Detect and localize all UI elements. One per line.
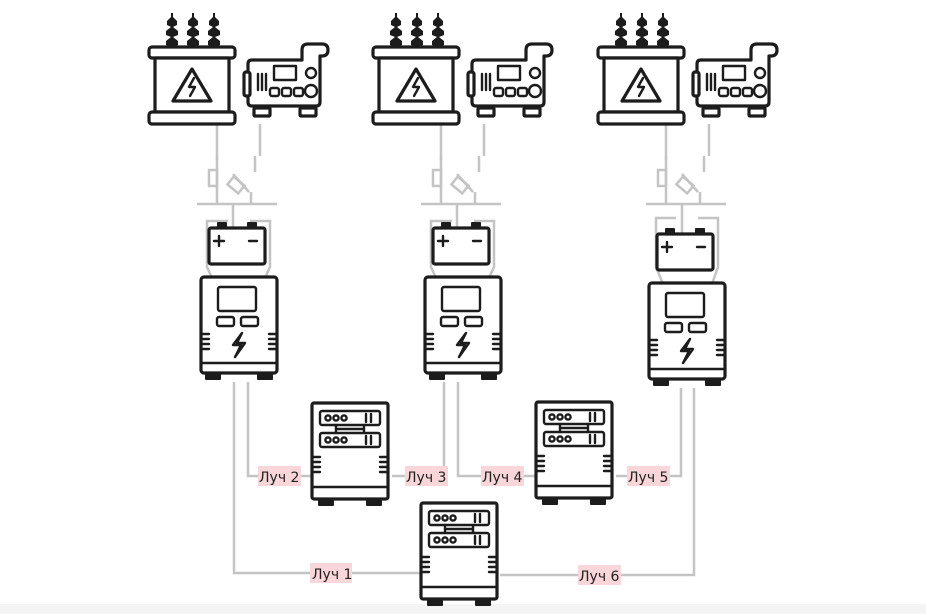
ray-label-text: Луч 1 xyxy=(312,567,352,583)
ray-5-wire xyxy=(616,388,683,478)
server-rack-icon xyxy=(310,401,390,508)
ray-label-2: Луч 2 xyxy=(258,466,301,486)
ray-label-6: Луч 6 xyxy=(578,565,621,585)
transfer-switch-icon xyxy=(419,154,503,236)
transfer-switch-icon xyxy=(195,154,279,236)
generator-icon xyxy=(466,42,554,118)
power-chain-c xyxy=(596,11,779,388)
ray-label-text: Луч 4 xyxy=(482,470,523,486)
battery-icon xyxy=(431,220,491,266)
ups-icon xyxy=(199,275,279,382)
ray-label-4: Луч 4 xyxy=(481,466,524,486)
transformer-icon xyxy=(596,11,686,126)
generator-icon xyxy=(691,42,779,118)
ray-4-wire xyxy=(456,382,536,478)
power-chain-b xyxy=(371,11,554,382)
ray-label-text: Луч 3 xyxy=(406,470,446,486)
battery-icon xyxy=(655,226,715,272)
battery-icon xyxy=(207,220,267,266)
ray-label-1: Луч 1 xyxy=(310,563,352,583)
ray-3-wire xyxy=(392,382,446,478)
ray-label-text: Луч 2 xyxy=(259,470,299,486)
ray-label-5: Луч 5 xyxy=(627,466,670,486)
transformer-icon xyxy=(147,11,237,126)
ray-6-wire xyxy=(500,388,696,577)
ray-label-text: Луч 5 xyxy=(628,470,668,486)
generator-icon xyxy=(242,42,330,118)
transfer-switch-icon xyxy=(644,154,728,236)
ray-2-wire xyxy=(246,382,312,478)
server-rack-icon xyxy=(419,501,499,608)
ray-1-wire xyxy=(232,382,420,575)
ups-icon xyxy=(647,281,727,388)
ray-label-text: Луч 6 xyxy=(579,569,620,585)
ray-label-3: Луч 3 xyxy=(405,466,448,486)
ups-icon xyxy=(423,275,503,382)
power-chain-a xyxy=(147,11,330,382)
transformer-icon xyxy=(371,11,461,126)
server-rack-icon xyxy=(534,400,614,507)
bottom-shade xyxy=(0,604,926,614)
